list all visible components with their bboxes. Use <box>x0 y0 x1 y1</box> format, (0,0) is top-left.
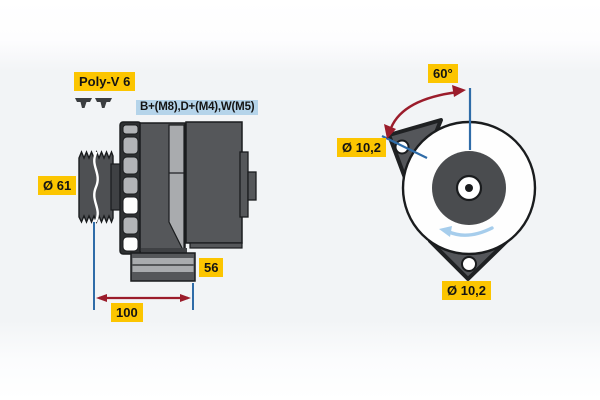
foot-width-label: 56 <box>199 258 224 277</box>
rear-housing-base <box>189 242 243 249</box>
mounting-hole-top-label: Ø 10,2 <box>337 138 387 157</box>
mounting-length-label: 100 <box>111 303 143 322</box>
belt-type-label: Poly-V 6 <box>74 72 136 91</box>
dimension-100 <box>93 222 194 310</box>
fan-vent-cells <box>122 124 139 252</box>
terminal-block-large <box>239 151 249 218</box>
foot-stripe-1 <box>132 258 194 264</box>
end-view <box>381 85 537 281</box>
angle-reference-diagonal <box>381 135 428 159</box>
foot-neck <box>141 248 187 255</box>
terminals-label: B+(M8),D+(M4),W(M5) <box>136 100 259 115</box>
pulley-break-line <box>93 151 99 223</box>
rear-housing <box>185 121 243 244</box>
side-view <box>78 121 257 310</box>
belt-profile-icons <box>75 98 115 110</box>
mounting-hole-bottom <box>461 256 477 272</box>
angle-arc-60 <box>384 85 466 139</box>
angle-label: 60° <box>428 64 458 83</box>
terminal-block-small <box>247 171 257 201</box>
pulley-diameter-label: Ø 61 <box>38 176 77 195</box>
rotation-arrow <box>439 226 494 237</box>
v-belt-profile-icon <box>75 98 92 108</box>
v-belt-profile-icon <box>95 98 112 108</box>
shaft-center-dot <box>465 184 473 192</box>
foot-stripe-2 <box>132 266 194 272</box>
mounting-hole-bottom-label: Ø 10,2 <box>442 281 492 300</box>
